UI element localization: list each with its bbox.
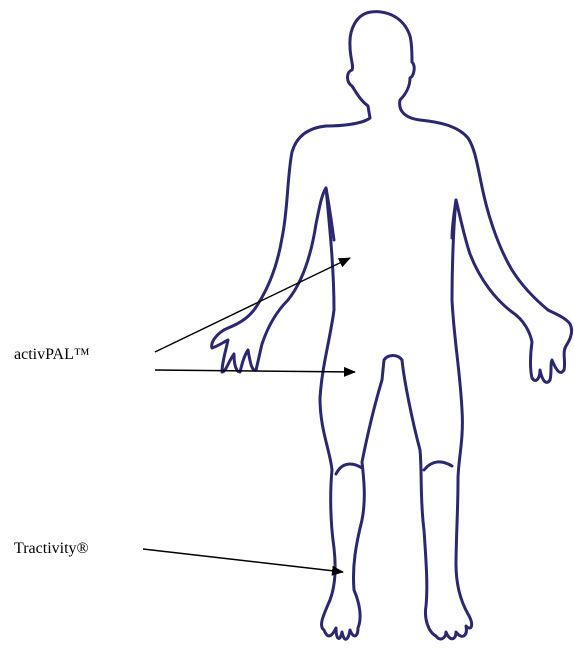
annotation-arrows xyxy=(143,258,355,572)
right-knee-detail xyxy=(424,462,452,470)
head-outline xyxy=(212,12,572,640)
human-silhouette xyxy=(212,12,572,640)
tractivity-label: Tractivity® xyxy=(14,541,89,557)
activpal-arrow-lower xyxy=(155,370,355,372)
tractivity-arrow xyxy=(143,549,343,572)
left-knee-detail xyxy=(336,464,362,474)
activpal-arrow-upper xyxy=(155,258,350,352)
activpal-label: activPAL™ xyxy=(14,347,90,363)
